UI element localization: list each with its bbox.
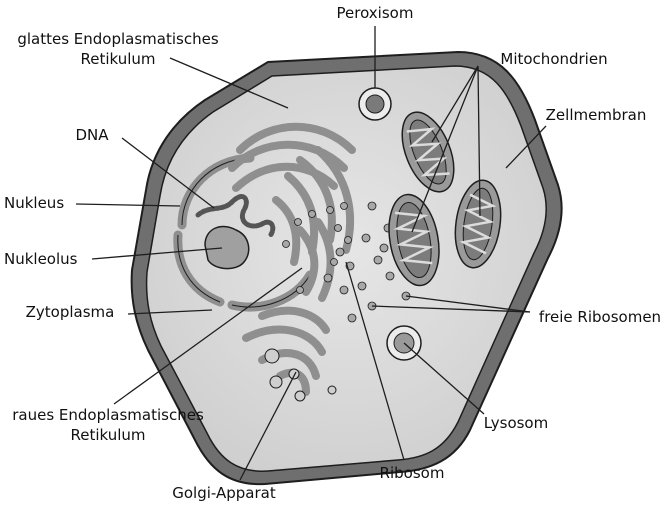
label-dna: DNA: [75, 126, 109, 144]
label-zytoplasma: Zytoplasma: [26, 303, 115, 321]
dna-strand: [195, 194, 276, 239]
label-nukleolus: Nukleolus: [4, 250, 78, 268]
free-ribosomes: [323, 201, 411, 323]
label-ribosom: Ribosom: [380, 464, 445, 482]
label-rer-line1: raues Endoplasmatisches: [12, 406, 204, 424]
cytoplasm: [145, 65, 547, 472]
label-ser-line2: Retikulum: [80, 50, 155, 68]
label-nukleus: Nukleus: [4, 194, 64, 212]
label-mitochondrien: Mitochondrien: [500, 50, 607, 68]
label-peroxisom: Peroxisom: [337, 4, 414, 22]
label-freie-ribosomen: freie Ribosomen: [539, 308, 661, 326]
er-ribosomes: [282, 202, 352, 294]
leader-lines: [75, 26, 547, 481]
peroxisome: [358, 87, 392, 121]
label-rer-line2: Retikulum: [70, 426, 145, 444]
label-zellmembran: Zellmembran: [546, 106, 647, 124]
mitochondria: [388, 111, 502, 287]
label-lysosom: Lysosom: [484, 414, 548, 432]
label-ser-line1: glattes Endoplasmatisches: [17, 30, 218, 48]
label-golgi: Golgi-Apparat: [172, 484, 276, 502]
nucleolus: [204, 225, 250, 270]
endoplasmic-reticulum: [228, 122, 356, 302]
golgi-vesicles: [264, 348, 337, 402]
labels: Peroxisom glattes Endoplasmatisches Reti…: [4, 4, 661, 502]
